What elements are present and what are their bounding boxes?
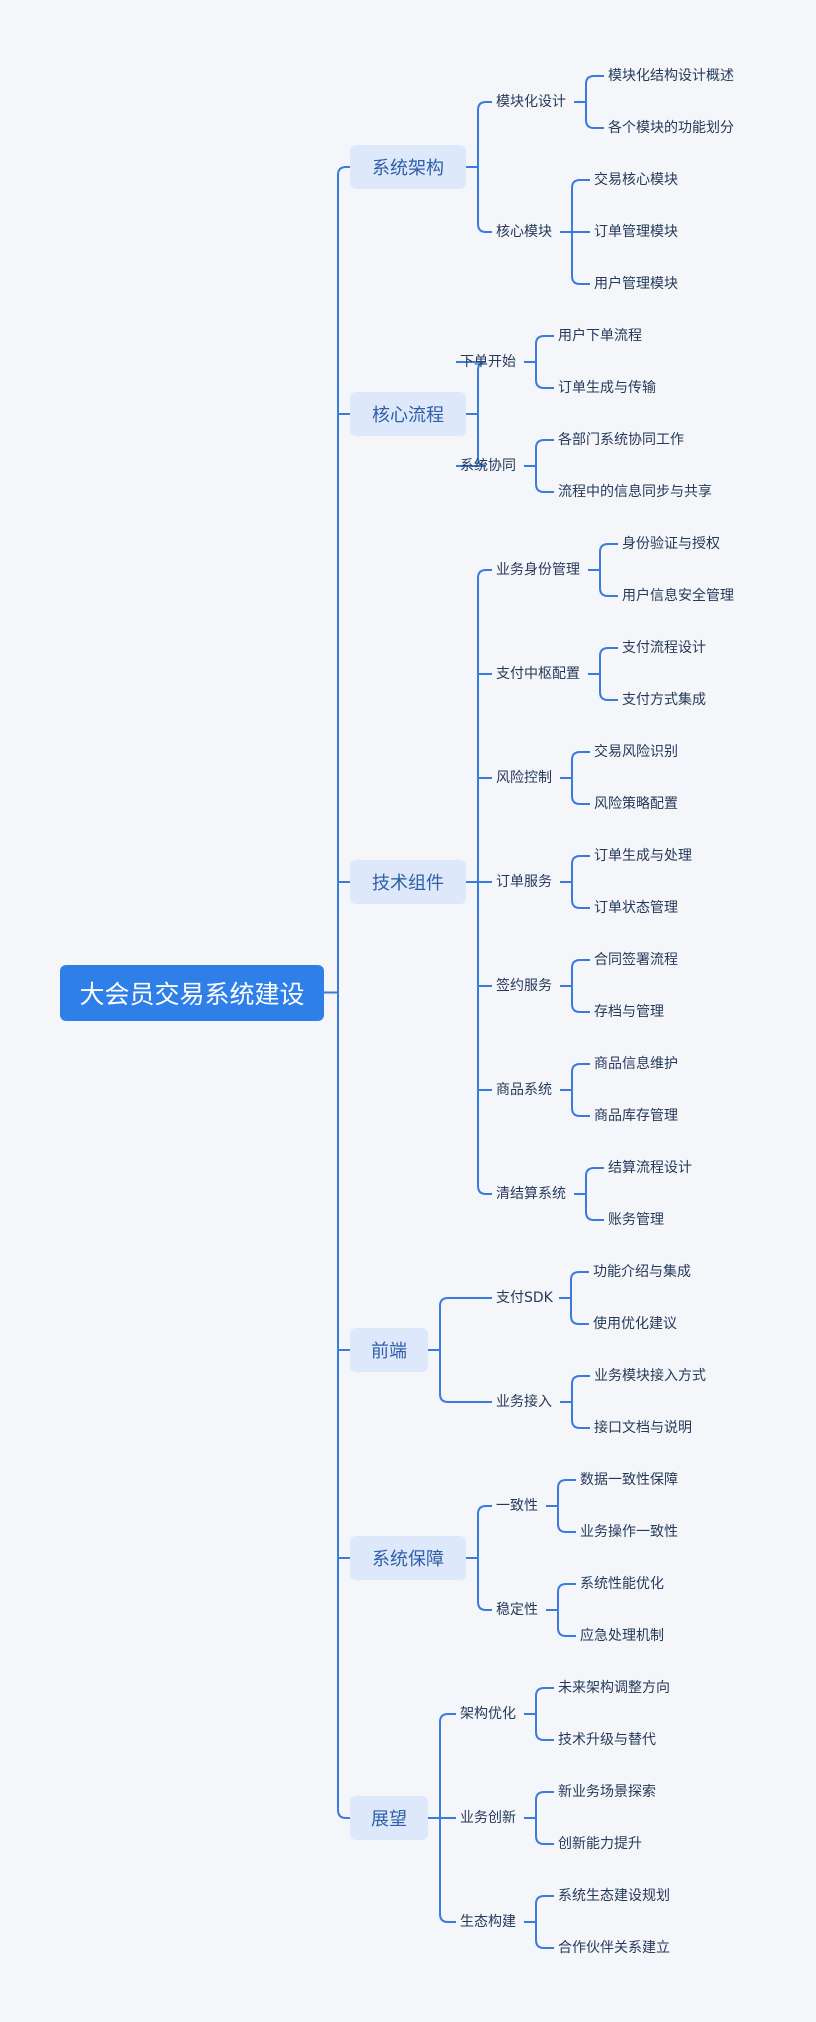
subtopic-node: 订单服务 — [496, 874, 552, 890]
leaf-node: 使用优化建议 — [593, 1316, 677, 1332]
leaf-node: 数据一致性保障 — [580, 1472, 678, 1488]
connector-line — [585, 1167, 604, 1221]
leaf-node: 支付流程设计 — [622, 640, 706, 656]
connector-line — [535, 1791, 554, 1845]
connector-line — [557, 1583, 576, 1637]
subtopic-node: 签约服务 — [496, 978, 552, 994]
connector-line — [599, 647, 618, 701]
leaf-node: 订单生成与处理 — [594, 848, 692, 864]
leaf-node: 存档与管理 — [594, 1004, 664, 1020]
subtopic-node: 架构优化 — [460, 1706, 516, 1722]
connector-line — [571, 959, 590, 1013]
connector-line — [599, 543, 618, 597]
branch-node: 展望 — [350, 1796, 428, 1840]
leaf-node: 支付方式集成 — [622, 692, 706, 708]
connector-line — [477, 1505, 492, 1611]
leaf-node: 系统生态建设规划 — [558, 1888, 670, 1904]
leaf-node: 新业务场景探索 — [558, 1784, 656, 1800]
subtopic-node: 业务接入 — [496, 1394, 552, 1410]
leaf-node: 商品库存管理 — [594, 1108, 678, 1124]
connector-line — [535, 335, 554, 389]
leaf-node: 结算流程设计 — [608, 1160, 692, 1176]
subtopic-node: 一致性 — [496, 1498, 538, 1514]
leaf-node: 业务模块接入方式 — [594, 1368, 706, 1384]
connector-line — [535, 1895, 554, 1949]
leaf-node: 订单状态管理 — [594, 900, 678, 916]
subtopic-node: 模块化设计 — [496, 94, 566, 110]
connector-line — [571, 1375, 590, 1429]
subtopic-node: 下单开始 — [460, 354, 516, 370]
leaf-node: 身份验证与授权 — [622, 536, 720, 552]
leaf-node: 业务操作一致性 — [580, 1524, 678, 1540]
leaf-node: 应急处理机制 — [580, 1628, 664, 1644]
leaf-node: 订单生成与传输 — [558, 380, 656, 396]
subtopic-node: 系统协同 — [460, 458, 516, 474]
connector-line — [585, 75, 604, 129]
connector-line — [571, 855, 590, 909]
subtopic-node: 支付中枢配置 — [496, 666, 580, 682]
leaf-node: 订单管理模块 — [594, 224, 678, 240]
leaf-node: 交易风险识别 — [594, 744, 678, 760]
subtopic-node: 清结算系统 — [496, 1186, 566, 1202]
branch-node: 核心流程 — [350, 392, 466, 436]
leaf-node: 合作伙伴关系建立 — [558, 1940, 670, 1956]
subtopic-node: 支付SDK — [496, 1290, 553, 1306]
root-node: 大会员交易系统建设 — [60, 964, 324, 1021]
leaf-node: 用户下单流程 — [558, 328, 642, 344]
connector-line — [535, 439, 554, 493]
subtopic-node: 业务身份管理 — [496, 562, 580, 578]
leaf-node: 未来架构调整方向 — [558, 1680, 670, 1696]
leaf-node: 风险策略配置 — [594, 796, 678, 812]
leaf-node: 账务管理 — [608, 1212, 664, 1228]
leaf-node: 接口文档与说明 — [594, 1420, 692, 1436]
leaf-node: 模块化结构设计概述 — [608, 68, 734, 84]
connector-line — [477, 101, 492, 233]
subtopic-node: 业务创新 — [460, 1810, 516, 1826]
leaf-node: 用户管理模块 — [594, 276, 678, 292]
leaf-node: 技术升级与替代 — [558, 1732, 656, 1748]
connector-line — [557, 1479, 576, 1533]
subtopic-node: 生态构建 — [460, 1914, 516, 1930]
connector-line — [439, 1297, 492, 1403]
branch-node: 系统保障 — [350, 1536, 466, 1580]
leaf-node: 合同签署流程 — [594, 952, 678, 968]
leaf-node: 功能介绍与集成 — [593, 1264, 691, 1280]
connector-line — [571, 1063, 590, 1117]
connector-line — [337, 166, 350, 1819]
leaf-node: 各部门系统协同工作 — [558, 432, 684, 448]
leaf-node: 流程中的信息同步与共享 — [558, 484, 712, 500]
connector-line — [456, 361, 487, 467]
subtopic-node: 稳定性 — [496, 1602, 538, 1618]
leaf-node: 商品信息维护 — [594, 1056, 678, 1072]
branch-node: 前端 — [350, 1328, 428, 1372]
subtopic-node: 核心模块 — [496, 224, 552, 240]
leaf-node: 交易核心模块 — [594, 172, 678, 188]
connector-line — [570, 1271, 589, 1325]
leaf-node: 系统性能优化 — [580, 1576, 664, 1592]
leaf-node: 创新能力提升 — [558, 1836, 642, 1852]
branch-node: 系统架构 — [350, 145, 466, 189]
leaf-node: 用户信息安全管理 — [622, 588, 734, 604]
connector-line — [535, 1687, 554, 1741]
leaf-node: 各个模块的功能划分 — [608, 120, 734, 136]
connector-line — [571, 751, 590, 805]
branch-node: 技术组件 — [350, 860, 466, 904]
subtopic-node: 商品系统 — [496, 1082, 552, 1098]
subtopic-node: 风险控制 — [496, 770, 552, 786]
